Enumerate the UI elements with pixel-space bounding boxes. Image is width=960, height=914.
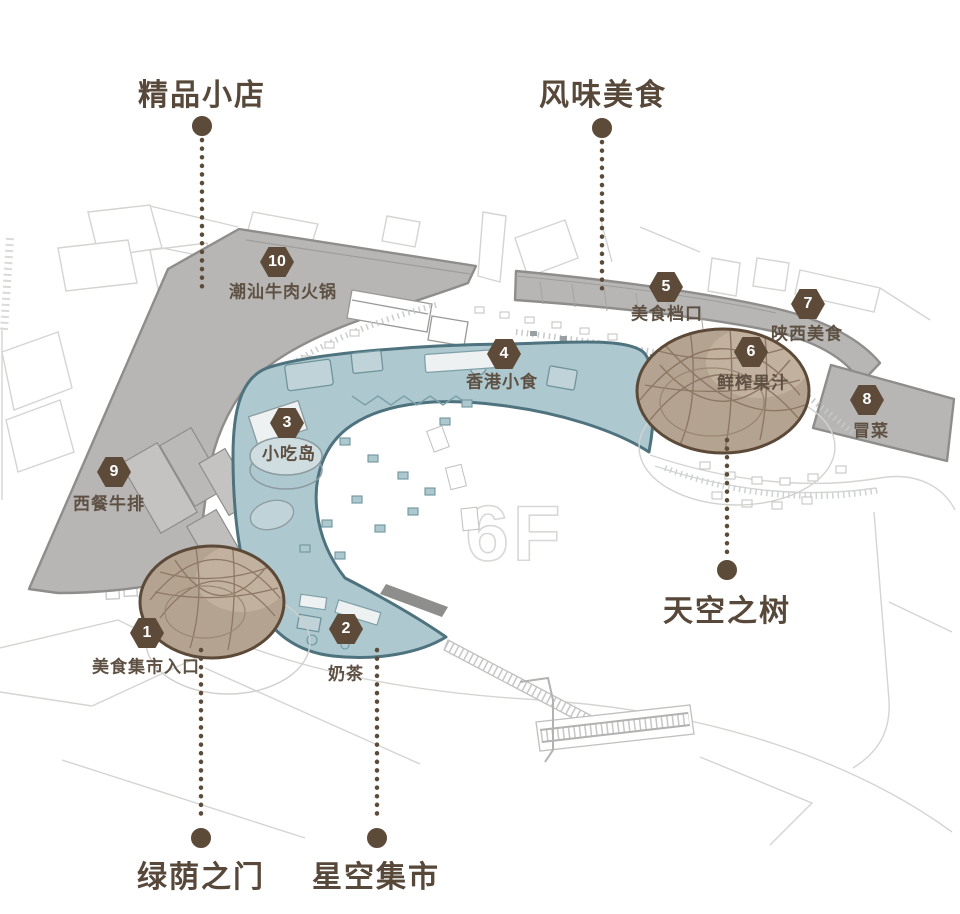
zone-maocai [811,363,956,463]
title-sky-tree: 天空之树 [663,595,791,628]
leader-dot [191,828,211,848]
pavilion-structures [346,289,469,347]
escalator [519,676,695,763]
floor-watermark: 6F [465,489,564,577]
leader-lines [191,116,737,848]
label-juice: 鲜榨果汁 [717,373,789,393]
label-food-stalls: 美食档口 [631,304,703,324]
marker-1-entrance[interactable]: 1 [130,618,164,648]
title-flavor-food: 风味美食 [539,79,667,112]
marker-7-shaanxi[interactable]: 7 [791,289,825,319]
marker-5-food-stalls[interactable]: 5 [649,272,683,302]
label-hotpot: 潮汕牛肉火锅 [229,282,337,302]
label-hk-snacks: 香港小食 [466,372,538,392]
label-entrance: 美食集市入口 [92,657,200,677]
title-boutique-shops: 精品小店 [138,79,266,112]
catwalk [443,639,593,727]
marker-6-juice[interactable]: 6 [734,337,768,367]
label-shaanxi: 陕西美食 [771,324,843,344]
marker-8-maocai[interactable]: 8 [850,385,884,415]
background-architecture [0,204,956,846]
title-green-gate: 绿荫之门 [137,861,265,894]
promenade-tables [279,306,847,532]
label-snack-island: 小吃岛 [262,444,316,464]
leader-dot [717,560,737,580]
leader-dot [192,116,212,136]
leader-dot [592,118,612,138]
title-star-market: 星空集市 [312,861,440,894]
label-steak: 西餐牛排 [73,494,145,514]
zone-star-market [231,340,656,659]
leader-dot [367,828,387,848]
label-milk-tea: 奶茶 [328,664,364,684]
label-maocai: 冒菜 [853,421,889,441]
